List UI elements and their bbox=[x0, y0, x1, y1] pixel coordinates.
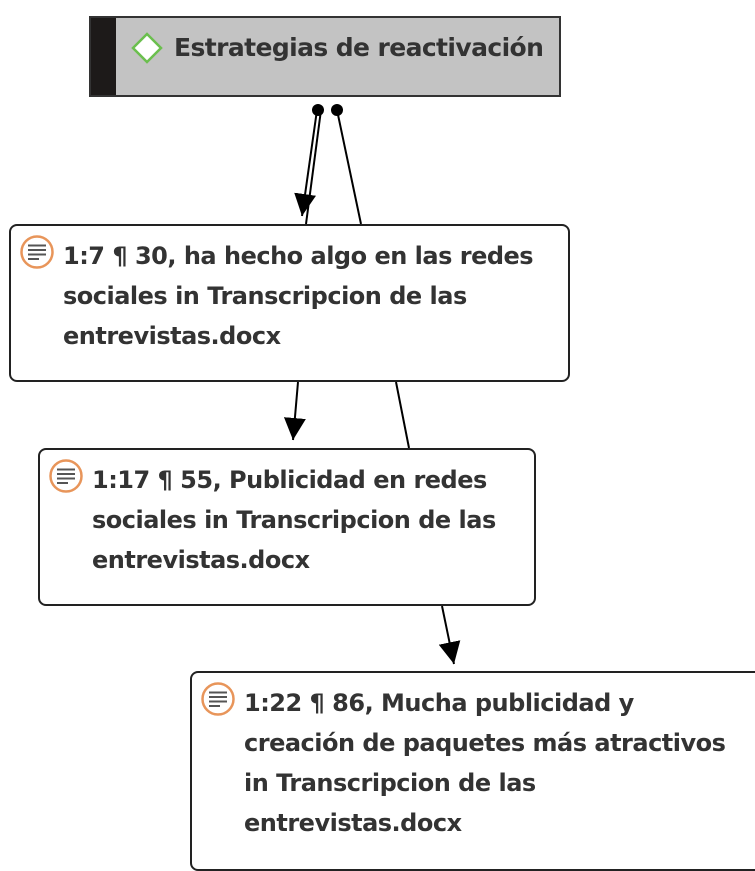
link-code-to-quotation-3-middle[interactable] bbox=[395, 381, 410, 449]
quotation-label: 1:17 ¶ 55, Publicidad en redes sociales … bbox=[92, 466, 496, 574]
quotation-label: 1:22 ¶ 86, Mucha publicidad y creación d… bbox=[244, 689, 726, 837]
link-code-to-quotation-2-upper[interactable] bbox=[305, 109, 322, 225]
quotation-document-icon bbox=[20, 235, 54, 269]
link-code-to-quotation-2-lower[interactable] bbox=[283, 381, 306, 441]
link-anchor-dot[interactable] bbox=[331, 104, 343, 116]
quotation-node[interactable]: 1:17 ¶ 55, Publicidad en redes sociales … bbox=[38, 448, 536, 606]
link-code-to-quotation-3-upper[interactable] bbox=[336, 109, 362, 225]
quotation-node[interactable]: 1:7 ¶ 30, ha hecho algo en las redes soc… bbox=[9, 224, 570, 382]
quotation-document-icon bbox=[201, 682, 235, 716]
link-code-to-quotation-3-lower[interactable] bbox=[438, 605, 461, 665]
quotation-node[interactable]: 1:22 ¶ 86, Mucha publicidad y creación d… bbox=[190, 671, 755, 871]
quotation-document-icon bbox=[49, 459, 83, 493]
quotation-label: 1:7 ¶ 30, ha hecho algo en las redes soc… bbox=[63, 242, 534, 350]
link-code-to-quotation-1[interactable] bbox=[294, 109, 318, 217]
code-label: Estrategias de reactivación bbox=[174, 33, 544, 62]
code-color-bar bbox=[91, 18, 116, 95]
code-diamond-icon bbox=[131, 32, 163, 64]
link-anchor-dot[interactable] bbox=[312, 104, 324, 116]
code-node[interactable]: Estrategias de reactivación bbox=[89, 16, 561, 97]
